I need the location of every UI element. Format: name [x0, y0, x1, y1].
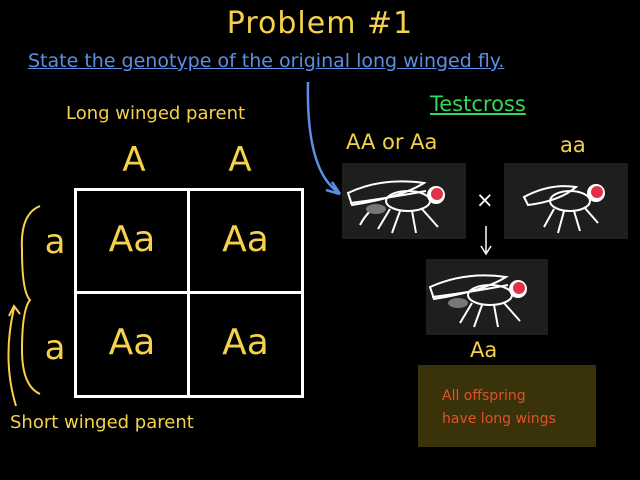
punnett-square: Aa Aa Aa Aa [74, 188, 304, 398]
parent1-genotype: AA or Aa [346, 130, 438, 154]
arrow-icon [7, 304, 21, 407]
question-text: State the genotype of the original long … [28, 50, 505, 72]
result-line-2: have long wings [442, 411, 556, 427]
cross-symbol: × [476, 188, 494, 212]
brace-icon [20, 205, 41, 395]
top-parent-label: Long winged parent [66, 103, 246, 124]
side-parent-label: Short winged parent [10, 412, 194, 433]
result-box: All offspring have long wings [418, 365, 596, 447]
fly-icon [504, 163, 628, 239]
testcross-heading: Testcross [430, 92, 526, 116]
fly-icon [342, 163, 466, 239]
side-allele-1: a [44, 222, 66, 262]
fly-icon [426, 259, 548, 335]
punnett-cell-4: Aa [187, 291, 304, 398]
page-title: Problem #1 [226, 6, 414, 41]
parent2-genotype: aa [560, 133, 586, 157]
arrow-icon [480, 226, 492, 256]
punnett-cell-3: Aa [74, 291, 190, 398]
result-line-1: All offspring [442, 388, 526, 404]
top-allele-1: A [122, 140, 146, 180]
top-allele-2: A [228, 140, 252, 180]
side-allele-2: a [44, 328, 66, 368]
offspring-genotype: Aa [470, 338, 498, 362]
arrow-icon [306, 81, 342, 196]
